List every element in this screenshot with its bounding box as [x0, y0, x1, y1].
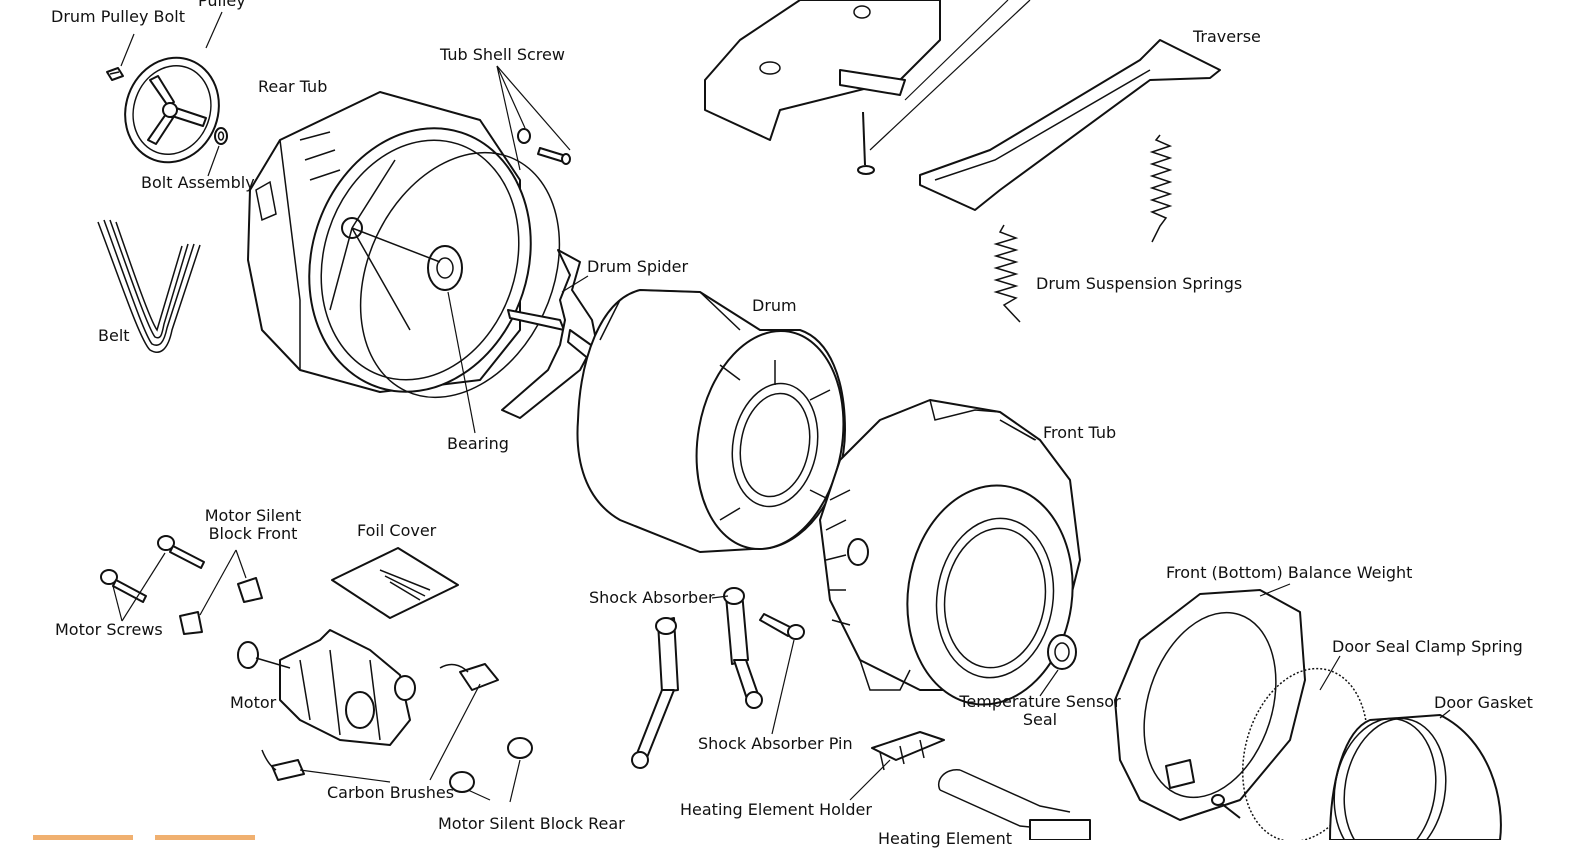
shock-absorber-part	[631, 587, 763, 769]
bolt-assembly-part	[214, 127, 228, 145]
label-drum-spider: Drum Spider	[587, 257, 689, 276]
orange-bar-left	[33, 835, 133, 840]
heating-element-part	[938, 769, 1091, 840]
label-carbon-brushes: Carbon Brushes	[327, 783, 455, 802]
label-rear-tub: Rear Tub	[258, 77, 328, 96]
label-shock-absorber-pin: Shock Absorber Pin	[698, 734, 853, 753]
label-door-seal-clamp-spring: Door Seal Clamp Spring	[1332, 637, 1523, 656]
label-temperature-sensor-seal: Temperature Sensor Seal	[958, 693, 1122, 729]
shock-absorber-pin-part	[759, 613, 805, 640]
label-drum: Drum	[752, 296, 797, 315]
label-heating-element: Heating Element	[878, 829, 1013, 848]
traverse-part	[919, 39, 1221, 211]
label-drum-pulley-bolt: Drum Pulley Bolt	[51, 7, 185, 26]
label-temperature-sensor-seal-line2: Seal	[1022, 710, 1058, 729]
front-tub-part	[819, 399, 1081, 706]
label-pulley: Pulley	[198, 0, 246, 10]
balance-weight-screw-part	[1211, 794, 1241, 819]
label-front-tub: Front Tub	[1043, 423, 1117, 442]
door-gasket-part	[1329, 714, 1502, 840]
label-bolt-assembly: Bolt Assembly	[141, 173, 255, 192]
leader-lines	[112, 0, 1451, 803]
motor-silent-block-rear-part	[449, 737, 533, 793]
drum-part	[576, 289, 846, 553]
label-bearing: Bearing	[447, 434, 509, 453]
rear-tub-part	[247, 91, 532, 393]
label-motor: Motor	[230, 693, 277, 712]
orange-bar-right	[155, 835, 255, 840]
label-motor-silent-block-front-line1: Motor Silent	[204, 506, 302, 525]
label-heating-element-holder: Heating Element Holder	[680, 800, 872, 819]
label-drum-suspension-springs: Drum Suspension Springs	[1036, 274, 1243, 293]
tub-seal-ring-part	[359, 151, 561, 399]
motor-screws-part	[100, 535, 205, 603]
label-front-bottom-balance-weight: Front (Bottom) Balance Weight	[1166, 563, 1413, 582]
label-motor-silent-block-rear: Motor Silent Block Rear	[438, 814, 625, 833]
motor-silent-block-front-part	[179, 577, 263, 635]
belt-part	[97, 219, 201, 353]
drum-suspension-springs-part	[993, 134, 1173, 323]
label-belt: Belt	[98, 326, 130, 345]
label-shock-absorber: Shock Absorber	[589, 588, 715, 607]
temperature-sensor-seal-part	[1047, 634, 1077, 670]
top-frame-part	[704, 0, 941, 141]
label-foil-cover: Foil Cover	[357, 521, 437, 540]
heating-element-holder-part	[871, 731, 945, 771]
frame-bolt-part	[857, 111, 875, 175]
label-door-gasket: Door Gasket	[1434, 693, 1533, 712]
foil-cover-part	[331, 547, 459, 619]
label-temperature-sensor-seal-line1: Temperature Sensor	[959, 692, 1121, 711]
drum-pulley-bolt-part	[106, 67, 124, 81]
drum-spider-part	[501, 249, 599, 419]
motor-part	[237, 629, 416, 746]
label-tub-shell-screw: Tub Shell Screw	[440, 45, 565, 64]
front-balance-weight-part	[1114, 589, 1306, 821]
carbon-brushes-part	[261, 663, 499, 781]
label-motor-silent-block-front: Motor Silent Block Front	[198, 507, 308, 543]
label-motor-screws: Motor Screws	[55, 620, 163, 639]
tub-shell-screw-part	[517, 128, 571, 165]
label-motor-silent-block-front-line2: Block Front	[208, 524, 298, 543]
label-traverse: Traverse	[1193, 27, 1261, 46]
pulley-part	[124, 56, 220, 164]
